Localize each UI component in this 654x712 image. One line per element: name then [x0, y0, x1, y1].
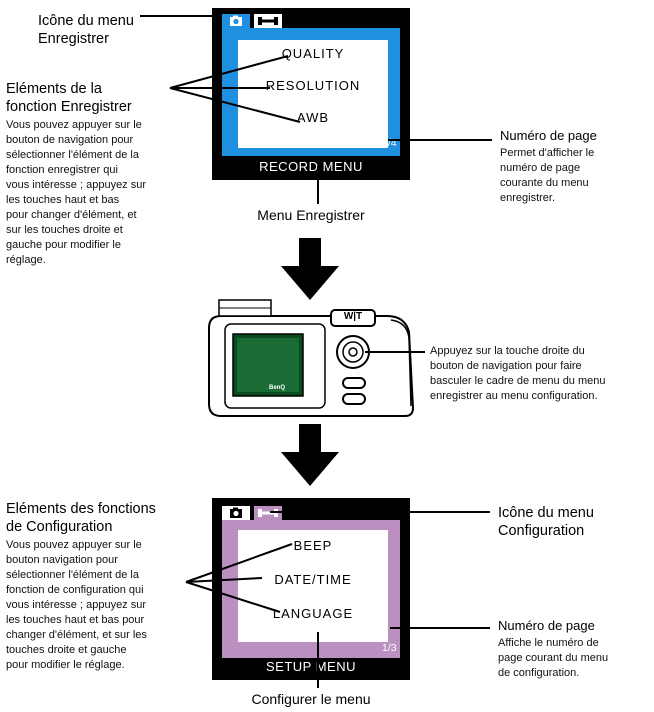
setup-screen: BEEP DATE/TIME LANGUAGE 1/3 SETUP MENU: [212, 498, 410, 680]
record-menu-bar: RECORD MENU: [222, 158, 400, 176]
wrench-icon: [254, 14, 282, 28]
setup-page-title: Numéro de page: [498, 618, 595, 633]
brand-label: BenQ: [268, 385, 285, 391]
record-page-title: Numéro de page: [500, 128, 597, 143]
setup-elements-desc: Vous pouvez appuyer sur le bouton naviga…: [6, 539, 147, 671]
down-arrow-icon: [275, 424, 345, 486]
record-screen-display: QUALITY RESOLUTION AWB 1/4: [222, 28, 400, 156]
camera-note: Appuyez sur la touche droite du bouton d…: [430, 345, 606, 402]
menu-item-awb: AWB: [296, 110, 330, 125]
camera-icon: [222, 506, 250, 520]
record-elements-desc: Vous pouvez appuyer sur le bouton de nav…: [6, 119, 147, 266]
menu-item-language: LANGUAGE: [272, 606, 354, 621]
camera-icon: [224, 14, 248, 28]
camera-back-illustration: [205, 298, 425, 420]
setup-page-desc: Affiche le numéro de page courant du men…: [498, 637, 609, 679]
menu-item-resolution: RESOLUTION: [265, 78, 361, 93]
setup-screen-display: BEEP DATE/TIME LANGUAGE 1/3: [222, 520, 400, 658]
setup-page-number: 1/3: [382, 642, 397, 654]
zoom-button-label: W|T: [343, 311, 363, 322]
record-menu-panel: QUALITY RESOLUTION AWB: [238, 40, 388, 148]
menu-item-beep: BEEP: [293, 538, 333, 553]
setup-caption: Configurer le menu: [251, 691, 371, 707]
menu-item-datetime: DATE/TIME: [274, 572, 352, 587]
setup-menu-bar: SETUP MENU: [222, 658, 400, 676]
setup-elements-title: Eléments des fonctions de Configuration: [6, 501, 156, 535]
record-elements-title: Eléments de la fonction Enregistrer: [6, 81, 132, 115]
down-arrow-icon: [275, 238, 345, 300]
menu-item-quality: QUALITY: [281, 46, 345, 61]
record-icon-label: Icône du menu Enregistrer: [38, 13, 134, 47]
setup-icon-label: Icône du menu Configuration: [498, 505, 594, 539]
record-page-desc: Permet d'afficher le numéro de page cour…: [500, 147, 595, 204]
record-caption: Menu Enregistrer: [257, 207, 365, 223]
setup-menu-panel: BEEP DATE/TIME LANGUAGE: [238, 530, 388, 642]
record-screen: QUALITY RESOLUTION AWB 1/4 RECORD MENU: [212, 8, 410, 180]
